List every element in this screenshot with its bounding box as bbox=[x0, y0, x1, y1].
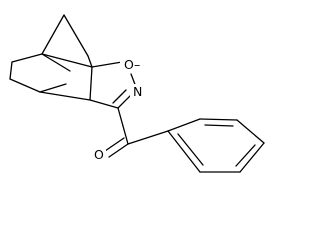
chemical-structure-diagram: O – N O bbox=[9, 14, 265, 173]
bond-c3-carbonyl bbox=[117, 107, 129, 145]
bond-ph-6-1 bbox=[167, 130, 201, 173]
bond-c1-c4a bbox=[41, 53, 71, 72]
bond-c7a-c1 bbox=[41, 53, 93, 68]
bond-carbonyl-phenyl bbox=[127, 130, 169, 145]
atom-label-oxygen-carbonyl: O bbox=[94, 147, 104, 162]
bond-bridge-c7a bbox=[87, 55, 93, 68]
norbornane-bridge bbox=[9, 14, 93, 101]
bond-c3-n bbox=[117, 93, 133, 109]
atom-labels: O – N O bbox=[92, 56, 146, 163]
bond-c-o-double-2 bbox=[104, 137, 125, 152]
bond-ph-inner-c bbox=[177, 133, 204, 166]
bond-c7a-o bbox=[91, 61, 123, 68]
carbonyl-group bbox=[104, 107, 169, 158]
atom-label-oxygen-ring: O bbox=[124, 57, 134, 72]
bond-bridge-right bbox=[63, 14, 89, 57]
phenyl-ring bbox=[167, 118, 265, 173]
bond-c4-c3a bbox=[39, 91, 91, 101]
bond-ph-inner-b bbox=[235, 144, 256, 167]
bond-bridge-left bbox=[41, 14, 65, 55]
bond-ph-3-4 bbox=[236, 119, 265, 144]
bond-ph-2-3 bbox=[199, 118, 238, 121]
bond-c3-n-double bbox=[112, 89, 127, 104]
bond-ph-4-5 bbox=[239, 142, 265, 173]
bond-c7a-c3a bbox=[89, 66, 93, 101]
bond-c3-c4 bbox=[9, 78, 41, 93]
atom-label-dash: – bbox=[134, 57, 140, 72]
bond-ph-1-2 bbox=[167, 118, 201, 132]
isoxazoline-ring bbox=[89, 61, 137, 109]
bond-c3a-c3 bbox=[89, 99, 119, 109]
bond-c4-c4b bbox=[39, 83, 67, 93]
bond-ph-inner-a bbox=[204, 124, 234, 127]
bond-c1-c2 bbox=[11, 53, 43, 63]
bond-c2-c3 bbox=[9, 61, 13, 80]
bond-c-o-double-1 bbox=[108, 143, 129, 158]
atom-label-nitrogen-ring: N bbox=[133, 84, 142, 99]
